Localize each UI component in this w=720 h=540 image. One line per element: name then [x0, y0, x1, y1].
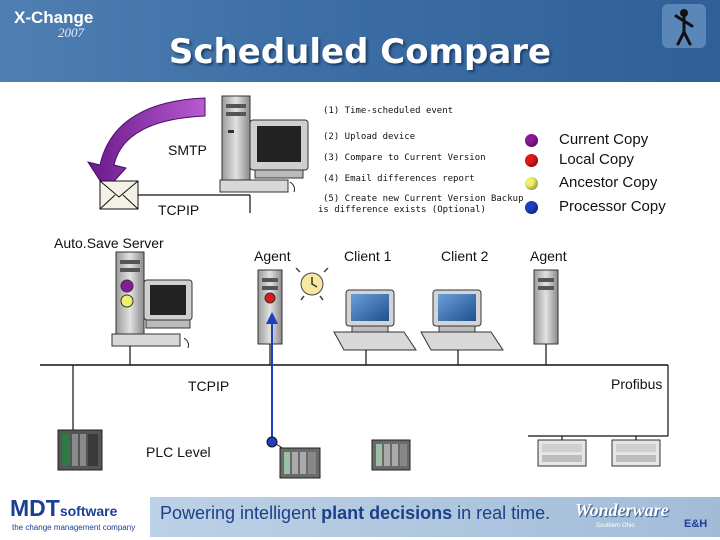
envelope-icon — [99, 180, 139, 210]
legend-label: Ancestor Copy — [559, 174, 658, 191]
page-title: Scheduled Compare — [168, 32, 552, 72]
legend-label: Current Copy — [559, 131, 649, 148]
client1-computer — [333, 289, 417, 351]
brand-year: 2007 — [58, 25, 84, 40]
plc-level-label: PLC Level — [146, 444, 211, 460]
step-2-text: (2) Upload device — [323, 132, 416, 142]
plc-left-device — [57, 429, 103, 471]
step-3-text: (3) Compare to Current Version — [323, 153, 486, 163]
legend-label: Local Copy — [559, 151, 635, 168]
footer: MDTsoftware the change management compan… — [0, 490, 720, 540]
client2-label: Client 2 — [441, 248, 489, 264]
footer-tagline: Powering intelligent plant decisions in … — [160, 503, 550, 524]
profibus-device-2 — [611, 439, 661, 467]
left-agent-tower — [257, 269, 283, 345]
tcpip-bottom-label: TCPIP — [188, 378, 230, 394]
legend-dot-local — [525, 154, 538, 167]
footer-band — [150, 497, 720, 537]
step-5-text: (5) Create new Current Version Backup — [323, 194, 524, 204]
presenter-figure-icon — [662, 4, 706, 48]
agent-left-label: Agent — [254, 248, 291, 264]
legend-dot-current — [525, 134, 538, 147]
top-server-workstation — [219, 95, 309, 193]
mdt-logo: MDTsoftware — [10, 495, 117, 522]
smtp-label: SMTP — [168, 142, 207, 158]
right-agent-tower — [533, 269, 559, 345]
header-banner: X-Change 2007 Scheduled Compare — [0, 0, 720, 82]
client2-computer — [420, 289, 504, 351]
step-1-text: (1) Time-scheduled event — [323, 106, 454, 116]
plc-mid2-device — [371, 439, 411, 471]
eh-logo: E&H — [684, 518, 708, 530]
tcpip-top-label: TCPIP — [158, 202, 200, 218]
mdt-logo-main: MDT — [10, 495, 60, 521]
wonderware-logo: Wonderware — [575, 500, 669, 520]
agent-right-label: Agent — [530, 248, 567, 264]
plc-mid1-device — [279, 447, 321, 479]
profibus-label: Profibus — [611, 376, 663, 392]
alarm-clock-icon — [295, 267, 329, 301]
profibus-device-1 — [537, 439, 587, 467]
smtp-curved-arrow — [86, 97, 206, 191]
legend-dot-processor — [525, 201, 538, 214]
tagline-part-b: plant decisions — [321, 503, 453, 523]
tagline-part-a: Powering intelligent — [160, 503, 322, 523]
client1-label: Client 1 — [344, 248, 392, 264]
mdt-logo-software: software — [59, 503, 118, 519]
autosave-server-workstation — [111, 251, 193, 349]
mdt-logo-subtitle: the change management company — [12, 523, 136, 532]
brand-name: X-Change — [14, 8, 94, 27]
legend-label: Processor Copy — [559, 198, 666, 215]
tagline-part-c: in real time. — [452, 503, 551, 523]
autosave-server-label: Auto.Save Server — [54, 235, 164, 251]
wonderware-subtitle: Southern Ohio — [596, 523, 635, 529]
legend-dot-ancestor — [525, 177, 538, 190]
step-4-text: (4) Email differences report — [323, 174, 475, 184]
step-5-note: is difference exists (Optional) — [318, 205, 486, 215]
